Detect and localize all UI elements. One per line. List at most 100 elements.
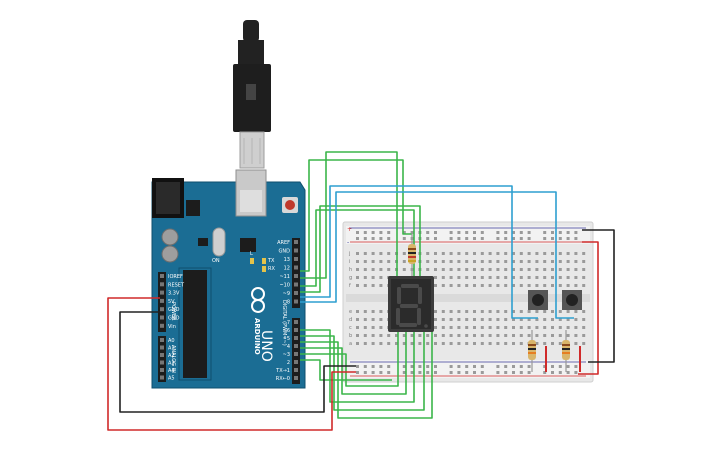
breadboard-hole[interactable] (457, 326, 461, 329)
breadboard-hole[interactable] (387, 260, 391, 263)
breadboard-hole[interactable] (465, 276, 469, 279)
breadboard-hole[interactable] (457, 260, 461, 263)
breadboard-hole[interactable] (457, 318, 461, 321)
breadboard-hole[interactable] (465, 326, 469, 329)
breadboard-hole[interactable] (543, 318, 547, 321)
rail-hole[interactable] (519, 365, 523, 368)
breadboard-hole[interactable] (363, 326, 367, 329)
breadboard-hole[interactable] (543, 326, 547, 329)
rail-hole[interactable] (480, 237, 484, 240)
breadboard-hole[interactable] (574, 326, 578, 329)
breadboard-hole[interactable] (480, 318, 484, 321)
breadboard-hole[interactable] (566, 318, 570, 321)
rail-hole[interactable] (512, 231, 515, 234)
breadboard-hole[interactable] (488, 252, 492, 255)
header-pin[interactable] (294, 368, 298, 372)
breadboard-hole[interactable] (551, 326, 554, 329)
breadboard-hole[interactable] (574, 252, 578, 255)
breadboard-hole[interactable] (441, 268, 445, 271)
rail-hole[interactable] (543, 237, 547, 240)
breadboard-hole[interactable] (363, 284, 367, 287)
breadboard-hole[interactable] (566, 260, 570, 263)
breadboard-hole[interactable] (441, 252, 445, 255)
green-wire[interactable] (300, 318, 433, 419)
rail-hole[interactable] (473, 237, 476, 240)
rail-hole[interactable] (574, 237, 578, 240)
breadboard-hole[interactable] (449, 268, 453, 271)
breadboard-hole[interactable] (473, 276, 476, 279)
breadboard-hole[interactable] (379, 326, 383, 329)
breadboard-hole[interactable] (551, 284, 554, 287)
breadboard-hole[interactable] (457, 276, 461, 279)
breadboard-hole[interactable] (480, 260, 484, 263)
rail-hole[interactable] (387, 371, 391, 374)
rail-hole[interactable] (387, 365, 391, 368)
breadboard-hole[interactable] (512, 326, 515, 329)
rail-hole[interactable] (574, 231, 578, 234)
rail-hole[interactable] (574, 365, 578, 368)
breadboard-hole[interactable] (480, 284, 484, 287)
breadboard-hole[interactable] (387, 268, 391, 271)
rail-hole[interactable] (473, 371, 476, 374)
rail-hole[interactable] (387, 231, 391, 234)
breadboard-hole[interactable] (496, 326, 500, 329)
rail-hole[interactable] (551, 365, 554, 368)
breadboard-hole[interactable] (449, 276, 453, 279)
breadboard-hole[interactable] (371, 268, 375, 271)
breadboard-hole[interactable] (496, 318, 500, 321)
rail-hole[interactable] (371, 237, 375, 240)
breadboard-hole[interactable] (527, 276, 531, 279)
green-wire[interactable] (300, 318, 425, 411)
breadboard-hole[interactable] (441, 260, 445, 263)
breadboard-hole[interactable] (527, 260, 531, 263)
rail-hole[interactable] (504, 365, 508, 368)
breadboard-hole[interactable] (371, 284, 375, 287)
breadboard-hole[interactable] (473, 252, 476, 255)
breadboard-hole[interactable] (558, 276, 562, 279)
rail-hole[interactable] (512, 371, 515, 374)
rail-hole[interactable] (558, 365, 562, 368)
breadboard-hole[interactable] (504, 276, 508, 279)
breadboard-hole[interactable] (543, 342, 547, 345)
breadboard-hole[interactable] (434, 342, 437, 345)
breadboard-hole[interactable] (379, 276, 383, 279)
breadboard-hole[interactable] (574, 276, 578, 279)
breadboard-hole[interactable] (441, 334, 445, 337)
breadboard-hole[interactable] (519, 252, 523, 255)
breadboard-hole[interactable] (387, 334, 391, 337)
breadboard-hole[interactable] (566, 334, 570, 337)
breadboard-hole[interactable] (356, 342, 359, 345)
breadboard-hole[interactable] (457, 310, 461, 313)
rail-hole[interactable] (449, 371, 453, 374)
breadboard-hole[interactable] (402, 260, 406, 263)
black-wire[interactable] (119, 311, 356, 413)
breadboard-hole[interactable] (574, 310, 578, 313)
breadboard-hole[interactable] (582, 310, 586, 313)
breadboard-hole[interactable] (465, 318, 469, 321)
red-wire[interactable] (578, 241, 599, 375)
breadboard-hole[interactable] (480, 276, 484, 279)
breadboard-hole[interactable] (434, 260, 437, 263)
breadboard-hole[interactable] (426, 260, 430, 263)
breadboard-hole[interactable] (558, 284, 562, 287)
green-wire[interactable] (300, 318, 407, 395)
rail-hole[interactable] (543, 231, 547, 234)
breadboard-hole[interactable] (527, 252, 531, 255)
rail-hole[interactable] (457, 365, 461, 368)
breadboard-hole[interactable] (558, 310, 562, 313)
rail-hole[interactable] (363, 371, 367, 374)
header-pin[interactable] (294, 274, 298, 278)
rail-hole[interactable] (449, 237, 453, 240)
header-pin[interactable] (160, 282, 164, 287)
breadboard-hole[interactable] (496, 276, 500, 279)
breadboard-hole[interactable] (449, 334, 453, 337)
breadboard-hole[interactable] (457, 334, 461, 337)
breadboard-hole[interactable] (363, 260, 367, 263)
red-wire[interactable] (107, 297, 356, 431)
breadboard-hole[interactable] (379, 318, 383, 321)
breadboard-hole[interactable] (574, 260, 578, 263)
breadboard-hole[interactable] (512, 276, 515, 279)
breadboard-hole[interactable] (543, 268, 547, 271)
green-wire[interactable] (300, 318, 399, 387)
rail-hole[interactable] (434, 231, 437, 234)
